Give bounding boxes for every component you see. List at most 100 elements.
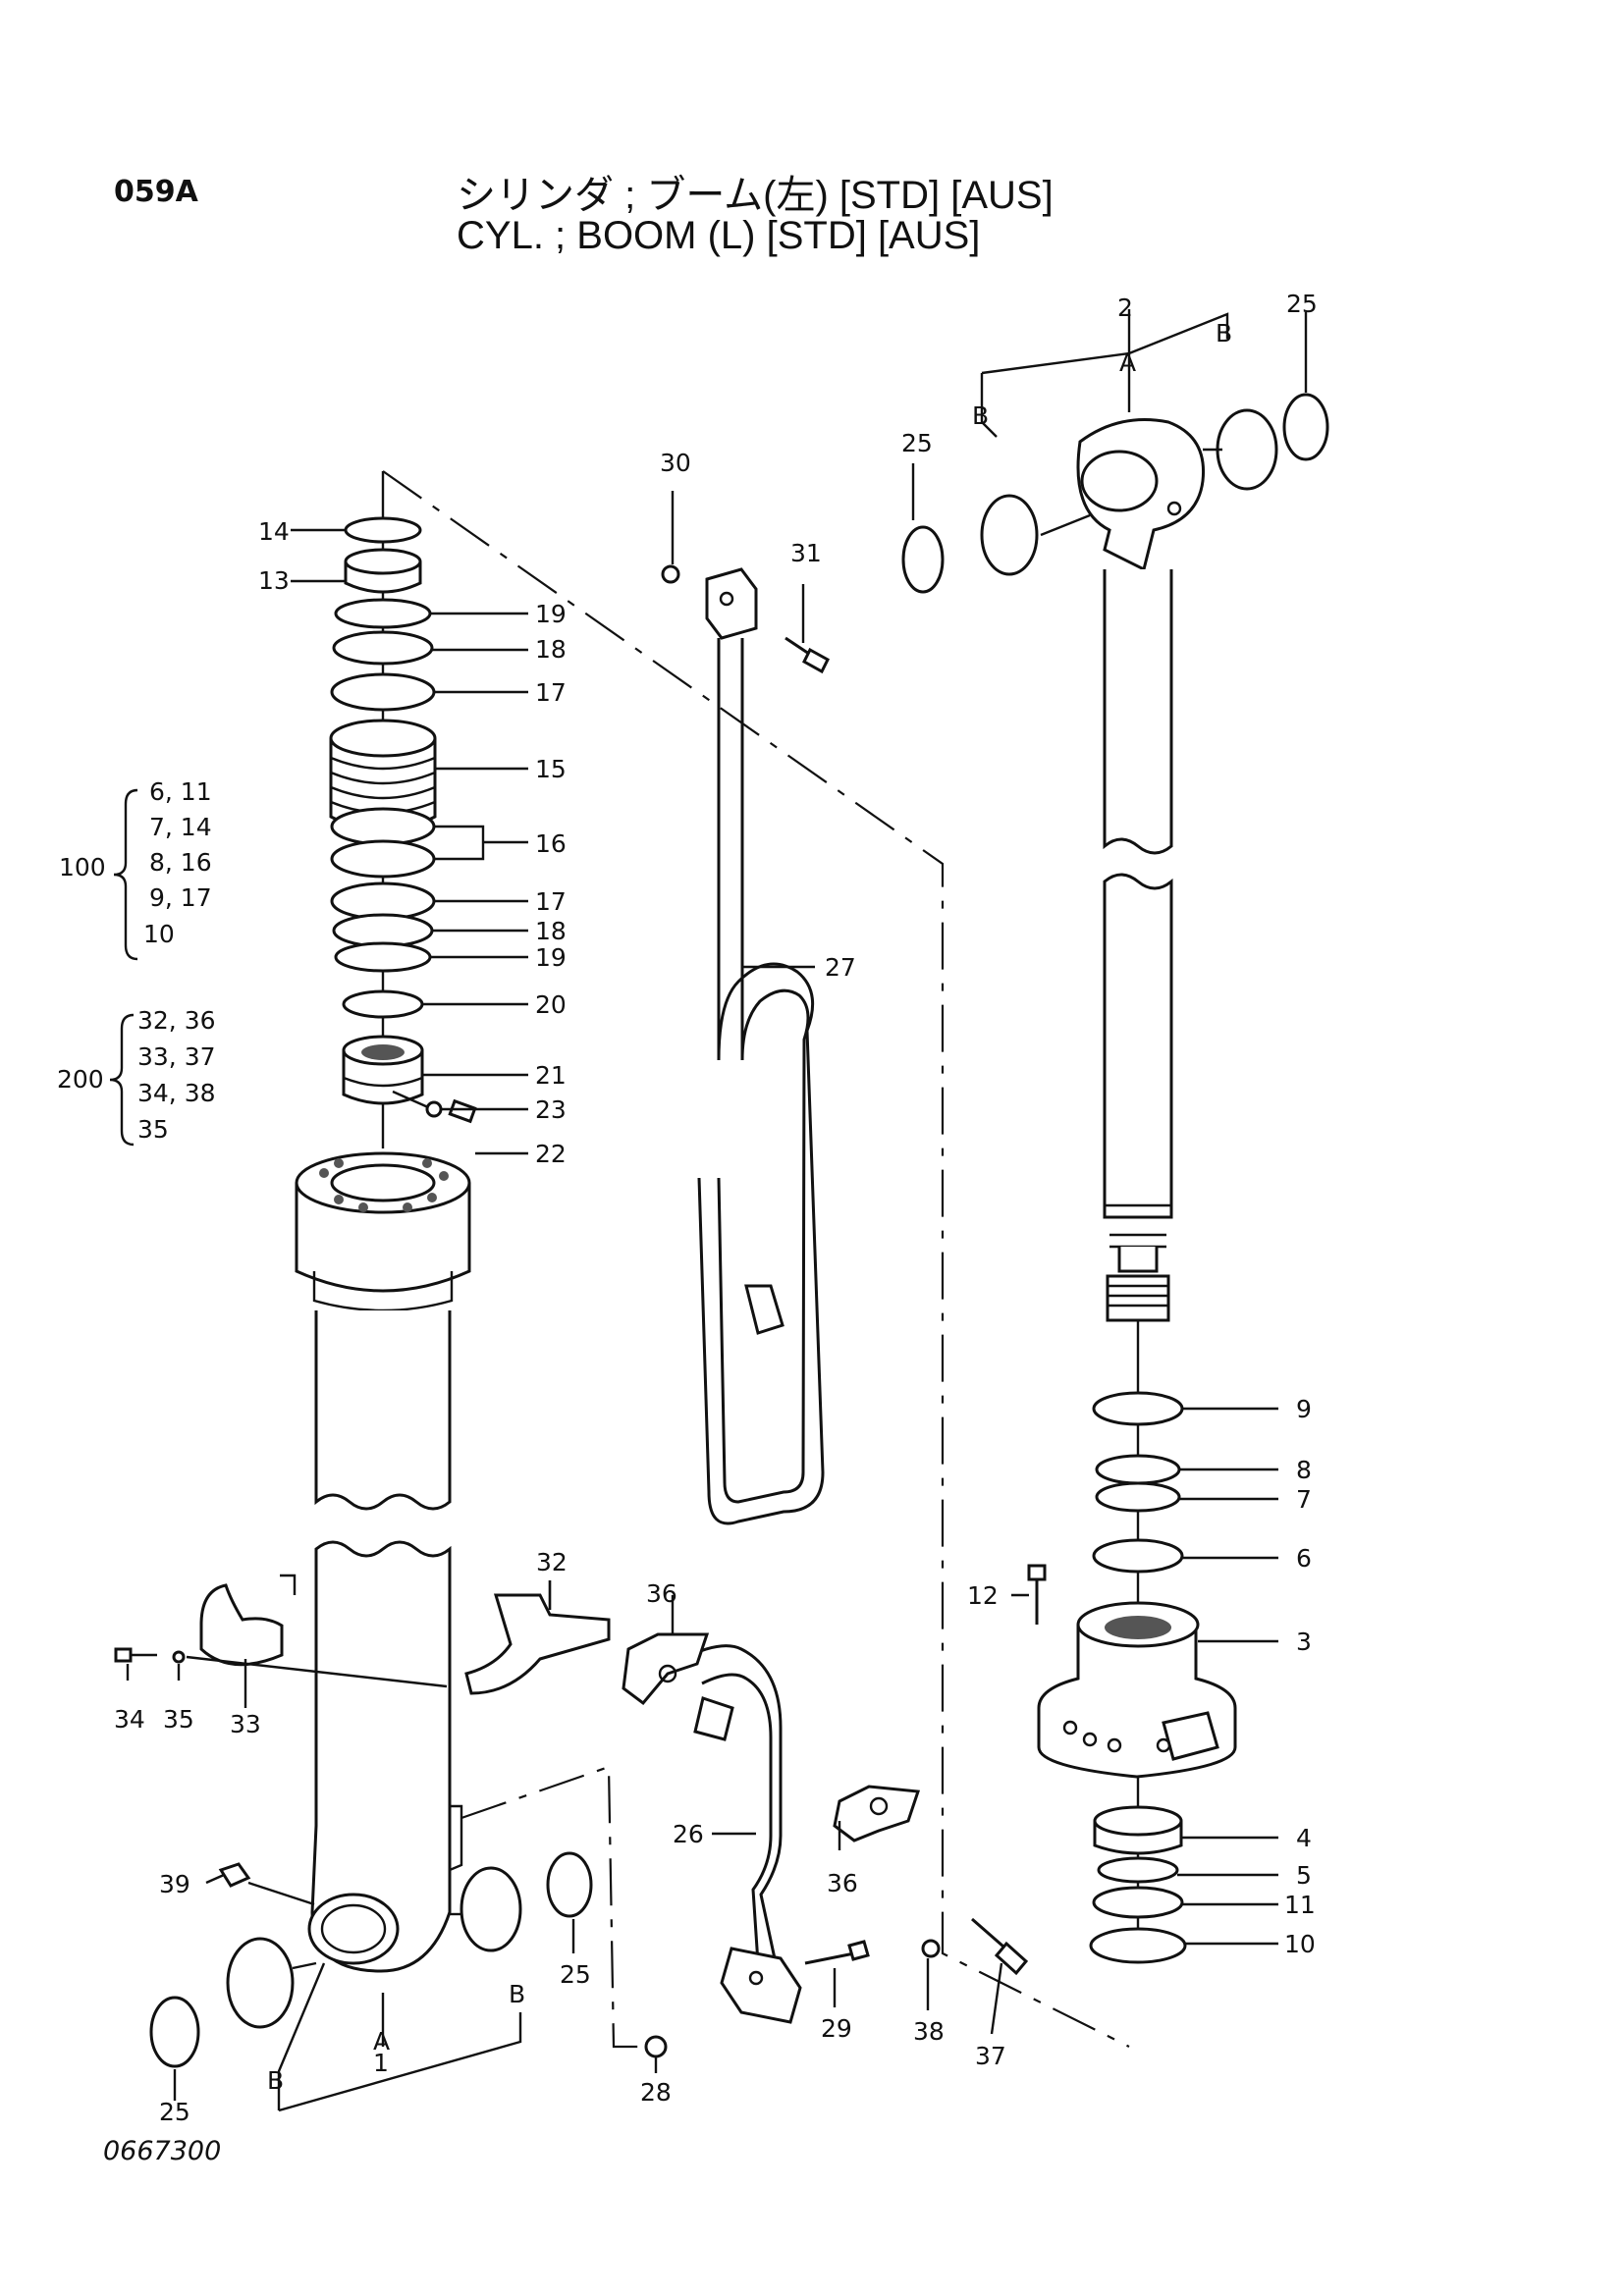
callout-9: 9: [1296, 1395, 1312, 1423]
part-25-seal: [149, 1996, 200, 2068]
callout-19: 19: [535, 600, 567, 628]
callout-2: 2: [1117, 294, 1133, 322]
part-6-seal: [1092, 1538, 1184, 1574]
part-5-ring: [1097, 1856, 1179, 1884]
callout-18: 18: [535, 635, 567, 664]
part-bushing: [980, 494, 1039, 576]
title-english: CYL. ; BOOM (L) [STD] [AUS]: [457, 214, 981, 257]
part-14-ring: [344, 516, 422, 544]
part-32-clamp: [464, 1580, 611, 1695]
part-29-bolt: [804, 1940, 870, 1965]
kit-100-item: 6, 11: [149, 777, 212, 806]
callout-37: 37: [975, 2042, 1006, 2070]
kit-100-item: 10: [143, 920, 175, 948]
part-19-ring: [334, 941, 432, 973]
callout-18: 18: [535, 917, 567, 945]
callout-21: 21: [535, 1061, 567, 1090]
part-33-clamp: [199, 1574, 297, 1667]
callout-25: 25: [159, 2098, 190, 2126]
callout-25: 25: [560, 1960, 591, 1989]
callout-3: 3: [1296, 1628, 1312, 1656]
kit-100-label: 100: [59, 853, 106, 881]
drawing-number: 0667300: [103, 2136, 222, 2166]
callout-6: 6: [1296, 1544, 1312, 1573]
part-38-washer: [921, 1939, 941, 1958]
callout-5: 5: [1296, 1861, 1312, 1890]
callout-numbers: 14 13 19 18 17 15 16 17 18 19 20 21 23 2…: [114, 290, 1318, 2126]
piston-seal-stack: [329, 471, 477, 1148]
part-28-oring: [644, 2035, 668, 2058]
callout-30: 30: [660, 449, 691, 477]
part-36-clamp: [833, 1785, 921, 1842]
callout-33: 33: [230, 1710, 261, 1738]
callout-17: 17: [535, 887, 567, 916]
callout-10: 10: [1284, 1930, 1316, 1958]
tube-bushings: [149, 1851, 593, 2068]
part-11-ring: [1092, 1886, 1184, 1919]
part-25-seal: [901, 525, 945, 594]
callout-31: 31: [790, 539, 822, 567]
callout-28: 28: [640, 2078, 672, 2107]
part-bushing: [1216, 408, 1278, 491]
part-23-ball: [425, 1100, 443, 1118]
part-27-pipe: [661, 564, 825, 1525]
callout-35: 35: [163, 1705, 194, 1734]
leader-lines: [126, 309, 1308, 2112]
kit-200-item: 35: [137, 1115, 169, 1144]
callout-15: 15: [535, 755, 567, 783]
label-B: B: [1216, 319, 1232, 347]
part-18-ring: [332, 913, 434, 948]
part-20-ring: [342, 989, 424, 1019]
callout-20: 20: [535, 990, 567, 1019]
callout-38: 38: [913, 2017, 945, 2046]
part-8-seal: [1095, 1454, 1181, 1485]
kit-200-item: 34, 38: [137, 1079, 216, 1107]
part-39-grease-fitting: [218, 1862, 315, 1906]
label-A: A: [373, 2027, 390, 2056]
kit-100-item: 8, 16: [149, 848, 212, 877]
kit-100-group: 100 6, 11 7, 14 8, 16 9, 17 10: [59, 777, 212, 961]
kit-100-item: 7, 14: [149, 813, 212, 841]
part-19-ring: [334, 598, 432, 629]
callout-1: 1: [373, 2049, 389, 2077]
part-16-ring: [330, 839, 436, 879]
callout-26: 26: [673, 1820, 704, 1848]
label-A: A: [1119, 348, 1136, 377]
kit-200-item: 33, 37: [137, 1042, 216, 1071]
kit-100-item: 9, 17: [149, 883, 212, 912]
kit-200-item: 32, 36: [137, 1006, 216, 1035]
part-26-pipe: [681, 1644, 802, 2024]
part-25-seal: [1282, 393, 1329, 461]
page-code: 059A: [114, 175, 198, 209]
part-7-seal: [1095, 1481, 1181, 1513]
part-1-cylinder-tube: [295, 1151, 471, 1973]
part-22-setscrew: [448, 1098, 477, 1124]
part-30-oring: [661, 564, 680, 584]
callout-34: 34: [114, 1705, 145, 1734]
callout-8: 8: [1296, 1456, 1312, 1484]
part-37-bolt: [971, 1917, 1029, 1976]
kit-200-group: 200 32, 36 33, 37 34, 38 35: [57, 1006, 216, 1147]
part-18-ring: [332, 630, 434, 666]
callout-16: 16: [535, 829, 567, 858]
part-16-ring: [330, 807, 436, 846]
callout-12: 12: [967, 1581, 999, 1610]
rod-bushings: [901, 393, 1329, 594]
callout-36: 36: [827, 1869, 858, 1897]
callout-7: 7: [1296, 1485, 1312, 1514]
part-3-cylinder-head: [1037, 1601, 1237, 1779]
callout-29: 29: [821, 2014, 852, 2043]
part-34-bolt: [114, 1647, 157, 1663]
label-B: B: [267, 2066, 284, 2095]
callout-25: 25: [1286, 290, 1318, 318]
part-31-bolt: [784, 636, 830, 674]
part-12-bolt: [1027, 1564, 1047, 1625]
callout-39: 39: [159, 1870, 190, 1898]
callout-27: 27: [825, 953, 856, 982]
callout-19: 19: [535, 943, 567, 972]
part-bushing: [460, 1866, 522, 1952]
part-36-clamp: [622, 1632, 710, 1706]
callout-36: 36: [646, 1579, 677, 1608]
callout-32: 32: [536, 1548, 568, 1576]
